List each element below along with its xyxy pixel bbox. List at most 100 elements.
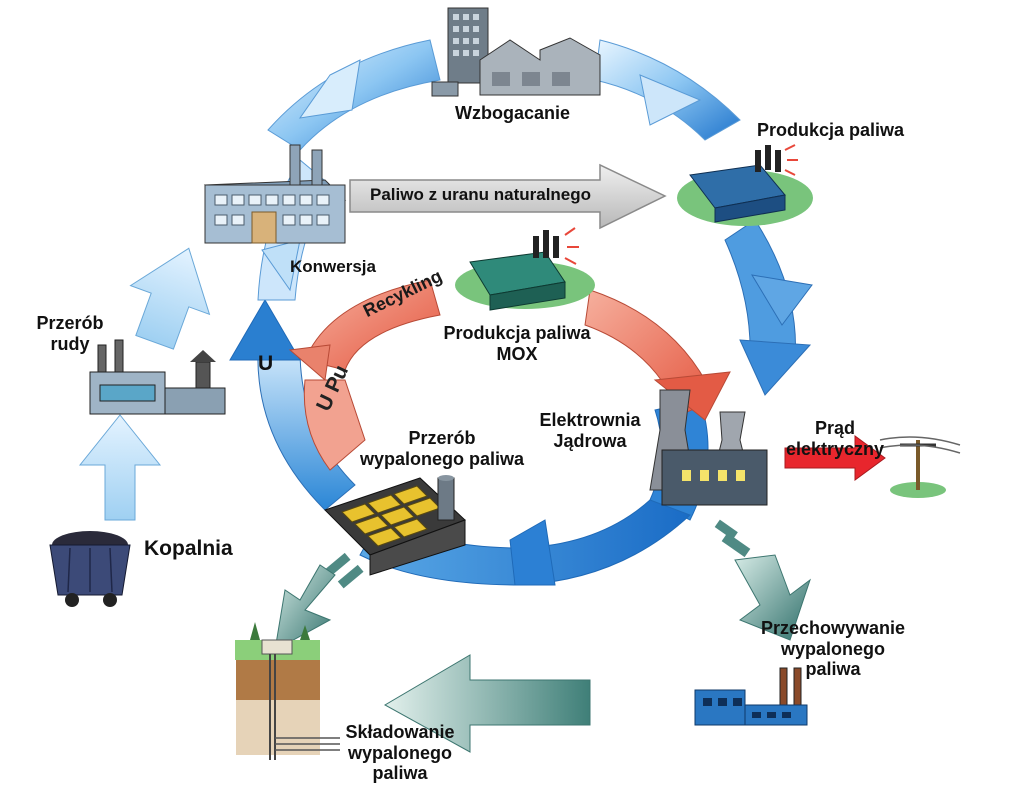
label-plant-line1: Elektrownia: [539, 410, 641, 430]
label-electricity-line1: Prąd: [814, 418, 856, 438]
label-spent-fuel-reprocessing: Przerób wypalonego paliwa: [342, 428, 542, 469]
electricity-arrow: [784, 435, 886, 481]
reprocessing-plant-icon: [324, 475, 466, 576]
label-disposal-line2: wypalonego: [347, 742, 452, 763]
arrow-body: [274, 564, 336, 651]
tree: [300, 625, 310, 640]
dash: [337, 564, 364, 589]
label-electricity: Prąd elektryczny: [775, 418, 895, 459]
wheel: [103, 593, 117, 607]
silo-roof: [190, 350, 216, 362]
ore-to-conversion-arrow: [129, 247, 211, 350]
label-mox-fabrication: Produkcja paliwa MOX: [432, 323, 602, 364]
outer-cycle-ring: [229, 39, 813, 586]
chimney: [553, 236, 559, 258]
windows: [703, 698, 791, 718]
label-ore-line1: Przerób: [36, 313, 104, 333]
building-front: [489, 281, 566, 311]
label-ore-line2: rudy: [50, 333, 90, 354]
label-disposal: Składowanie wypalonego paliwa: [340, 722, 460, 784]
windows: [453, 14, 479, 56]
recycle-loop: [288, 279, 731, 471]
solar-panels: [341, 485, 441, 547]
label-ore-processing: Przerób rudy: [35, 313, 105, 354]
annex: [164, 387, 226, 415]
outer-arrowhead: [298, 59, 361, 119]
door: [522, 72, 540, 86]
door: [492, 72, 510, 86]
chimney: [755, 150, 761, 172]
radiation-lines: [784, 144, 798, 176]
enrichment-plant-icon: [431, 7, 601, 97]
plant-to-storage-arrow: [714, 519, 811, 641]
cart-ribs: [67, 547, 113, 593]
windows: [214, 194, 330, 226]
natural-fuel-arrow: [349, 163, 667, 230]
windows: [682, 470, 745, 481]
wheel: [65, 593, 79, 607]
label-interim-storage: Przechowywanie wypalonego paliwa: [748, 618, 918, 680]
silo: [195, 361, 211, 389]
wire: [879, 444, 961, 454]
label-nuclear-plant: Elektrownia Jądrowa: [535, 410, 645, 451]
label-natural-uranium-fuel: Paliwo z uranu naturalnego: [370, 185, 592, 204]
chimney: [775, 150, 781, 172]
mine-to-ore-arrow: [78, 414, 162, 521]
sawtooth-hall: [479, 37, 601, 96]
label-disposal-line1: Składowanie: [345, 722, 455, 742]
chimney: [311, 149, 323, 186]
truck: [431, 81, 459, 97]
chimney: [114, 339, 124, 374]
wire: [879, 436, 961, 446]
front: [369, 519, 466, 576]
interim-storage-icon: [694, 667, 808, 726]
chimney: [289, 144, 301, 186]
nuclear-plant-icon: [649, 389, 768, 506]
storage-to-disposal-arrow: [383, 654, 591, 753]
label-plant-line2: Jądrowa: [553, 430, 627, 451]
recycle-arrow-segment: [304, 279, 441, 371]
outer-arrowhead: [639, 74, 702, 126]
arrow-body: [734, 554, 811, 641]
building-front: [714, 194, 786, 223]
label-mox-line1: Produkcja paliwa: [443, 323, 591, 343]
label-mox-line2: MOX: [496, 343, 538, 364]
chimney: [765, 145, 771, 170]
up-arrow: [129, 247, 211, 350]
dash: [721, 532, 751, 558]
rock-layer: [236, 700, 320, 755]
mox-fabrication-icon: [455, 227, 595, 311]
power-line-icon: [879, 436, 961, 498]
label-electricity-line2: elektryczny: [785, 438, 885, 459]
reprocessing-to-disposal-arrow: [274, 552, 364, 651]
dash: [324, 552, 351, 577]
conversion-plant-icon: [203, 144, 347, 244]
window-band: [99, 384, 156, 402]
chimney: [533, 236, 539, 258]
outer-arrowhead: [261, 239, 301, 292]
label-mine: Kopalnia: [144, 537, 233, 560]
tower-top: [438, 475, 454, 481]
geological-disposal-icon: [235, 622, 340, 760]
label-reprocessing-line2: wypalonego paliwa: [359, 448, 525, 469]
label-fuel-fabrication: Produkcja paliwa: [757, 120, 905, 140]
outer-arrowhead: [509, 519, 556, 586]
recycle-arrow-segment: [303, 379, 366, 471]
label-conversion: Konwersja: [290, 257, 376, 276]
tree: [250, 622, 260, 640]
outer-arrowhead: [229, 299, 301, 361]
radiation-lines: [564, 227, 579, 265]
mine-cart-icon: [49, 531, 131, 607]
door: [251, 211, 277, 244]
label-u: U: [258, 352, 274, 375]
tower: [437, 477, 455, 521]
outer-arrowhead: [739, 339, 812, 396]
reactor-building: [661, 449, 768, 506]
building: [694, 689, 746, 726]
up-arrow: [78, 414, 162, 521]
chimney: [543, 230, 549, 258]
soil-layer: [236, 660, 320, 700]
label-reprocessing-line1: Przerób: [408, 428, 476, 448]
